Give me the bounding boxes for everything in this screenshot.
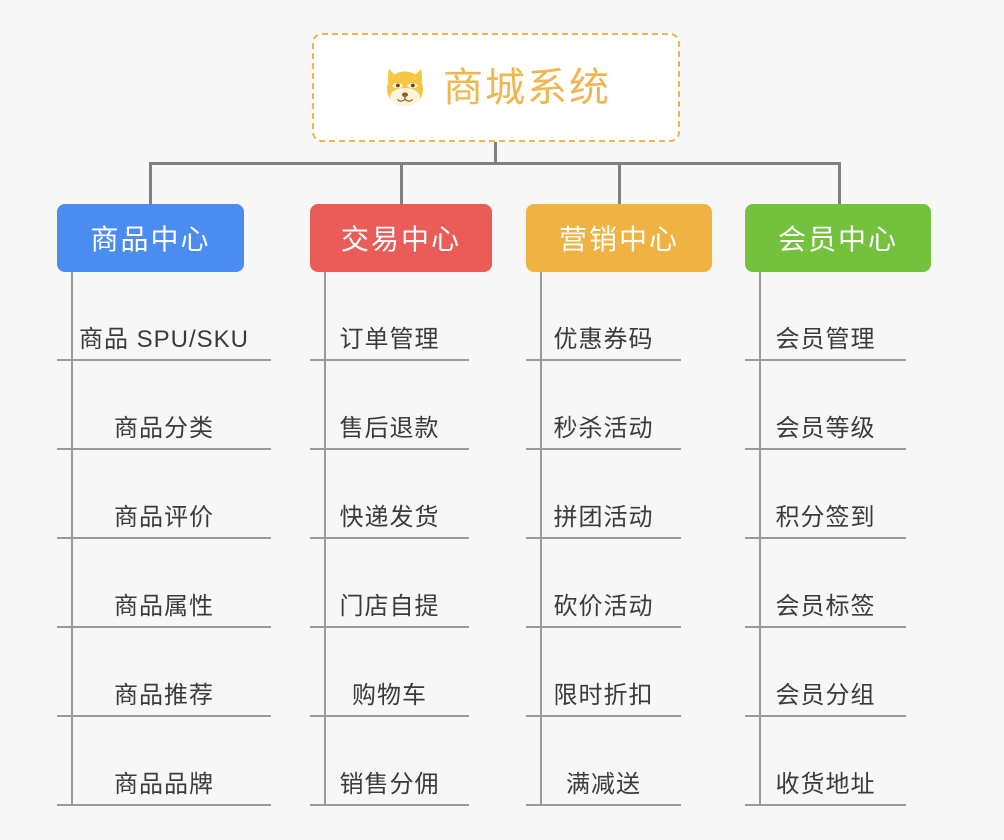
leaf-item[interactable]: 商品评价 (57, 450, 271, 539)
branch-header-label: 商品中心 (90, 224, 211, 255)
leaf-label: 积分签到 (775, 503, 876, 531)
leaf-label: 售后退款 (339, 414, 440, 442)
connector-drop-1 (149, 162, 152, 204)
branch-header-label: 会员中心 (777, 224, 898, 255)
branch-spine (324, 272, 326, 806)
leaf-label: 商品属性 (114, 592, 214, 620)
leaf-item[interactable]: 门店自提 (310, 539, 469, 628)
root-title: 商城系统 (443, 65, 611, 110)
leaf-label: 快递发货 (339, 503, 440, 531)
branch-column-product-center: 商品中心 商品 SPU/SKU 商品分类 商品评价 商品属性 商品推荐 商品品牌 (57, 204, 271, 806)
leaf-item[interactable]: 商品 SPU/SKU (57, 272, 271, 361)
leaf-label: 订单管理 (339, 325, 440, 353)
branch-header-trade-center[interactable]: 交易中心 (310, 204, 492, 272)
branch-header-marketing-center[interactable]: 营销中心 (526, 204, 712, 272)
leaf-item[interactable]: 会员标签 (745, 539, 906, 628)
leaf-label: 会员标签 (775, 592, 876, 620)
branch-spine (759, 272, 761, 806)
branch-header-label: 营销中心 (558, 224, 679, 255)
branch-column-member-center: 会员中心 会员管理 会员等级 积分签到 会员标签 会员分组 收货地址 (745, 204, 931, 806)
leaf-item[interactable]: 订单管理 (310, 272, 469, 361)
connector-drop-4 (838, 162, 841, 204)
leaf-item[interactable]: 商品品牌 (57, 717, 271, 806)
leaf-label: 销售分佣 (339, 770, 440, 798)
leaf-item[interactable]: 优惠券码 (526, 272, 681, 361)
branch-header-member-center[interactable]: 会员中心 (745, 204, 931, 272)
leaf-item[interactable]: 限时折扣 (526, 628, 681, 717)
leaf-label: 门店自提 (339, 592, 440, 620)
branch-header-product-center[interactable]: 商品中心 (57, 204, 244, 272)
branch-spine (71, 272, 73, 806)
leaf-list-member-center: 会员管理 会员等级 积分签到 会员标签 会员分组 收货地址 (745, 272, 906, 806)
leaf-list-trade-center: 订单管理 售后退款 快递发货 门店自提 购物车 销售分佣 (310, 272, 469, 806)
leaf-label: 商品推荐 (114, 681, 214, 709)
leaf-item[interactable]: 收货地址 (745, 717, 906, 806)
leaf-label: 商品分类 (114, 414, 214, 442)
leaf-item[interactable]: 售后退款 (310, 361, 469, 450)
leaf-label: 购物车 (352, 681, 427, 709)
leaf-item[interactable]: 会员分组 (745, 628, 906, 717)
leaf-label: 砍价活动 (553, 592, 654, 620)
connector-drop-3 (618, 162, 621, 204)
leaf-label: 优惠券码 (553, 325, 654, 353)
leaf-label: 满减送 (566, 770, 641, 798)
leaf-item[interactable]: 砍价活动 (526, 539, 681, 628)
leaf-label: 会员管理 (775, 325, 876, 353)
leaf-item[interactable]: 商品推荐 (57, 628, 271, 717)
leaf-label: 限时折扣 (553, 681, 654, 709)
leaf-label: 拼团活动 (553, 503, 654, 531)
leaf-item[interactable]: 销售分佣 (310, 717, 469, 806)
branch-header-label: 交易中心 (340, 224, 461, 255)
leaf-item[interactable]: 拼团活动 (526, 450, 681, 539)
connector-drop-2 (400, 162, 403, 204)
leaf-item[interactable]: 积分签到 (745, 450, 906, 539)
leaf-label: 收货地址 (775, 770, 876, 798)
leaf-item[interactable]: 商品属性 (57, 539, 271, 628)
leaf-label: 秒杀活动 (553, 414, 654, 442)
leaf-label: 会员等级 (775, 414, 876, 442)
leaf-label: 商品评价 (114, 503, 214, 531)
leaf-label: 会员分组 (775, 681, 876, 709)
leaf-item[interactable]: 商品分类 (57, 361, 271, 450)
leaf-list-product-center: 商品 SPU/SKU 商品分类 商品评价 商品属性 商品推荐 商品品牌 (57, 272, 271, 806)
leaf-item[interactable]: 会员等级 (745, 361, 906, 450)
shiba-dog-face-icon (387, 68, 423, 106)
leaf-list-marketing-center: 优惠券码 秒杀活动 拼团活动 砍价活动 限时折扣 满减送 (526, 272, 681, 806)
leaf-label: 商品 SPU/SKU (78, 325, 250, 353)
leaf-label: 商品品牌 (114, 770, 214, 798)
connector-root-stem (494, 142, 497, 164)
connector-horizontal-bus (150, 162, 840, 165)
leaf-item[interactable]: 购物车 (310, 628, 469, 717)
leaf-item[interactable]: 秒杀活动 (526, 361, 681, 450)
branch-column-trade-center: 交易中心 订单管理 售后退款 快递发货 门店自提 购物车 销售分佣 (310, 204, 492, 806)
leaf-item[interactable]: 快递发货 (310, 450, 469, 539)
leaf-item[interactable]: 满减送 (526, 717, 681, 806)
leaf-item[interactable]: 会员管理 (745, 272, 906, 361)
root-node[interactable]: 商城系统 (312, 33, 680, 142)
branch-spine (540, 272, 542, 806)
branch-column-marketing-center: 营销中心 优惠券码 秒杀活动 拼团活动 砍价活动 限时折扣 满减送 (526, 204, 712, 806)
